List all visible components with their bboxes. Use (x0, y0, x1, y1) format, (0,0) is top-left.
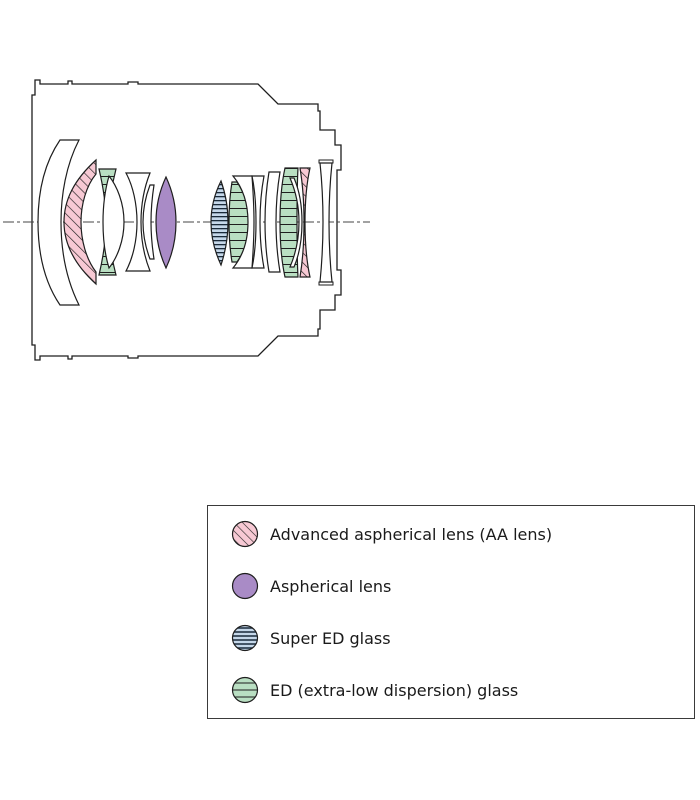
legend-label-aspherical: Aspherical lens (270, 576, 392, 596)
aa-lens-element-rear (299, 167, 311, 278)
rear-meniscus-lens-a (251, 175, 265, 269)
legend-item-aspherical: Aspherical lens (230, 571, 391, 601)
front-doublet-lens-a (102, 174, 125, 270)
aa-lens-swatch-icon (231, 520, 259, 548)
legend-item-ed: ED (extra-low dispersion) glass (230, 675, 518, 705)
ed-glass-swatch-icon (231, 676, 259, 704)
front-meniscus-lens (37, 139, 80, 306)
super-ed-lens-element (210, 179, 229, 267)
aa-lens-element (63, 158, 97, 286)
legend-label-ed: ED (extra-low dispersion) glass (270, 680, 519, 700)
legend-item-aa: Advanced aspherical lens (AA lens) (230, 519, 552, 549)
lens-barrel-outline (31, 79, 342, 361)
rear-meniscus-lens-b (264, 171, 281, 273)
legend: Advanced aspherical lens (AA lens) Asphe… (207, 505, 695, 719)
rear-element-retainer-bottom (318, 281, 334, 286)
aspherical-lens-swatch-icon (231, 572, 259, 600)
front-doublet-lens-b (124, 172, 151, 272)
legend-item-super-ed: Super ED glass (230, 623, 391, 653)
rear-element-retainer (318, 159, 334, 164)
lens-construction-diagram (3, 79, 370, 361)
super-ed-glass-swatch-icon (231, 624, 259, 652)
legend-label-super-ed: Super ED glass (270, 628, 391, 648)
aspherical-lens-element (155, 175, 177, 270)
rear-element-lens (319, 162, 333, 283)
legend-label-aa: Advanced aspherical lens (AA lens) (270, 524, 553, 544)
rear-doublet-lens-inner (289, 177, 303, 268)
front-doublet-lens-c (142, 184, 155, 260)
